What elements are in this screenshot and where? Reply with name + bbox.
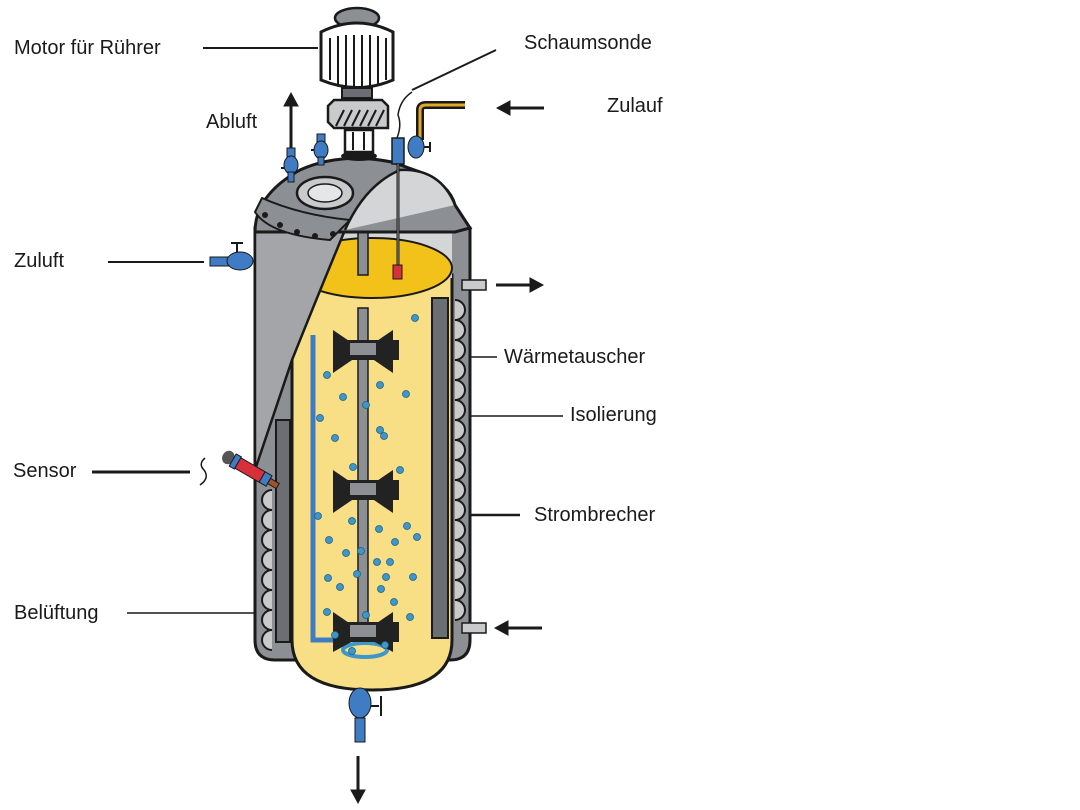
valve-exhaust-icon [281, 147, 299, 183]
heat-exchanger-coils-right [454, 299, 466, 621]
vessel-lid [253, 156, 473, 242]
foam-probe [391, 91, 413, 280]
valve-drain-icon [348, 687, 382, 743]
stirrer-motor [319, 6, 395, 161]
arrow-zulauf-left-icon [495, 100, 544, 116]
label-sensor: Sensor [13, 460, 77, 482]
heat-exchanger-coils-left [261, 489, 273, 651]
cutaway-lid-edge [343, 168, 457, 231]
label-strombrecher: Strombrecher [534, 504, 656, 526]
foam-probe-tip [392, 264, 403, 280]
valve-lid-icon [311, 133, 329, 166]
arrow-heat-out-right-icon [496, 277, 545, 293]
valve-feed-icon [407, 135, 431, 159]
label-isolierung: Isolierung [570, 404, 657, 426]
label-schaumsonde: Schaumsonde [524, 32, 652, 54]
label-abluft: Abluft [206, 111, 258, 133]
impeller-middle [333, 470, 399, 513]
label-zulauf: Zulauf [607, 95, 663, 117]
valve-air-inlet-icon [209, 242, 254, 271]
sparger-ring [341, 641, 389, 659]
label-zuluft: Zuluft [14, 250, 65, 272]
feed-pipe [416, 101, 465, 140]
heat-inlet-port [461, 622, 487, 634]
arrow-heat-in-left-icon [493, 620, 542, 636]
label-motor: Motor für Rührer [14, 37, 161, 59]
heat-outlet-port [461, 279, 487, 291]
impeller-bottom [333, 612, 399, 652]
label-belueftung: Belüftung [14, 602, 99, 624]
impeller-top [333, 330, 399, 373]
gas-bubbles [314, 314, 421, 655]
baffle-right [431, 297, 449, 639]
arrow-abluft-up-icon [283, 91, 299, 148]
label-waermetauscher: Wärmetauscher [504, 346, 646, 368]
sensor-probe [199, 450, 280, 490]
flange-bolts [262, 212, 336, 239]
flow-arrows [283, 91, 545, 805]
baffle-left [275, 419, 291, 643]
leader-schaumsonde [411, 49, 497, 91]
arrow-drain-down-icon [350, 756, 366, 805]
